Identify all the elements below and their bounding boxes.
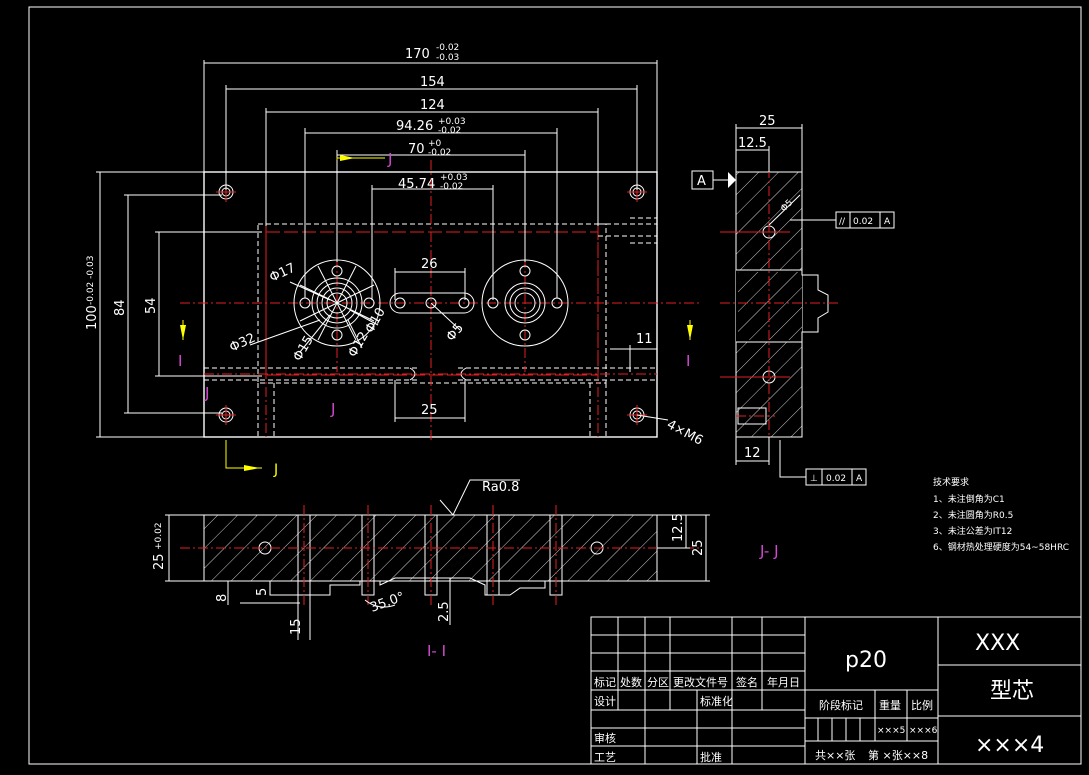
- technical-notes: 技术要求 1、未注倒角为C1 2、未注圆角为R0.5 3、未注公差为IT12 6…: [933, 476, 1069, 553]
- tb-header-date: 年月日: [767, 675, 800, 689]
- tb-material: p20: [845, 648, 887, 673]
- side-view: 25 12.5 Φ5 12 A // 0.02 A ⊥ 0.02 A: [691, 114, 895, 486]
- dim-45-tol-lower: -0.02: [440, 182, 463, 192]
- dim-70-tol-upper: +0: [428, 139, 442, 149]
- sec-dim-25: 25: [152, 553, 167, 570]
- tech-note-1: 1、未注倒角为C1: [933, 493, 1005, 505]
- dim-26: 26: [421, 257, 438, 272]
- section-j-left: J: [204, 384, 209, 402]
- tb-scale-value: ×××6: [909, 726, 938, 736]
- roughness-ra: Ra0.8: [482, 480, 519, 495]
- dim-45-tol-upper: +0.03: [440, 173, 468, 183]
- perp-value: 0.02: [826, 474, 846, 484]
- label-phi5: Φ5: [444, 321, 467, 345]
- dim-100: 100: [85, 305, 100, 330]
- section-markers: J J J J I I: [178, 150, 693, 478]
- view-label-jj: J- J: [759, 542, 779, 560]
- dim-70-tol-lower: -0.02: [428, 148, 451, 158]
- left-dimensions: 100 -0.02 -0.03 84 54: [85, 171, 262, 438]
- parallel-symbol: //: [839, 217, 846, 227]
- dim-170-tol-lower: -0.03: [436, 53, 459, 63]
- label-phi12: Φ12: [345, 329, 371, 360]
- top-dimensions: 170 -0.02 -0.03 154 124 94.26 +0.03 -0.0…: [203, 43, 658, 422]
- dim-94-tol-lower: -0.02: [438, 126, 461, 136]
- tb-header-sign: 签名: [736, 675, 758, 689]
- dim-45: 45.74: [398, 177, 435, 192]
- tb-sheet-no: 第 ×张××8: [868, 748, 928, 762]
- label-phi15: Φ15: [290, 333, 316, 364]
- tb-part-name: 型芯: [990, 679, 1034, 704]
- plan-view: 170 -0.02 -0.03 154 124 94.26 +0.03 -0.0…: [85, 43, 705, 478]
- datum-a: A: [697, 174, 706, 189]
- sec-dim-2-5: 2.5: [437, 601, 452, 622]
- section-i-right: I: [686, 352, 690, 370]
- tb-process: 工艺: [594, 751, 616, 764]
- title-block: 标记 处数 分区 更改文件号 签名 年月日 设计 标准化 审核 工艺 批准 p2…: [590, 616, 1082, 765]
- dim-25-bottom: 25: [421, 403, 438, 418]
- tb-weight-value: ×××5: [877, 726, 905, 736]
- tech-notes-title: 技术要求: [933, 476, 969, 488]
- side-dim-25: 25: [759, 114, 776, 129]
- dim-84: 84: [113, 299, 128, 316]
- tb-header-count: 处数: [620, 676, 642, 689]
- tb-company: XXX: [975, 631, 1020, 656]
- tb-weight: 重量: [879, 698, 901, 712]
- tb-stage-mark: 阶段标记: [819, 698, 863, 712]
- section-j-top: J: [387, 150, 392, 168]
- tech-note-3: 3、未注公差为IT12: [933, 525, 1012, 537]
- sec-dim-12-5: 12.5: [671, 513, 686, 542]
- dim-170: 170: [405, 47, 430, 62]
- diameter-labels: Φ17 Φ32 Φ15 Φ10 Φ12 Φ5 4×M6: [227, 261, 705, 449]
- tb-standardize: 标准化: [700, 694, 733, 708]
- sec-dim-25-tol: +0.02: [154, 522, 164, 550]
- sec-dim-5: 5: [255, 588, 270, 596]
- perp-tolerance-frame: [805, 468, 867, 486]
- dim-154: 154: [420, 75, 445, 90]
- tb-sheets: 共××张: [815, 749, 855, 762]
- view-label-ii: I- I: [427, 642, 446, 660]
- parallel-tolerance-frame: [835, 211, 895, 229]
- center-slot: [389, 292, 475, 314]
- label-phi32: Φ32: [227, 331, 258, 356]
- section-view: Ra0.8 25 +0.02 12.5 25 8 5 15 2.5 35.0°: [152, 479, 710, 640]
- dim-70: 70: [408, 142, 425, 157]
- tb-drawing-no: ×××4: [975, 733, 1044, 758]
- section-j-top2: J: [330, 400, 335, 418]
- dim-100-tol: -0.02 -0.03: [86, 256, 96, 305]
- section-j-bottom: J: [273, 462, 278, 478]
- tech-note-4: 6、钢材热处理硬度为54~58HRC: [933, 541, 1069, 553]
- tb-approve: 批准: [700, 750, 722, 764]
- side-dim-12: 12: [744, 446, 761, 461]
- parallel-value: 0.02: [853, 217, 873, 227]
- sec-dim-8: 8: [215, 594, 230, 602]
- perp-datum: A: [856, 474, 863, 484]
- tb-header-change-doc: 更改文件号: [673, 675, 728, 689]
- tb-scale: 比例: [911, 698, 933, 712]
- dim-54: 54: [144, 297, 159, 314]
- perp-symbol: ⊥: [810, 474, 818, 484]
- dim-124: 124: [420, 98, 445, 113]
- dim-94-tol-upper: +0.03: [438, 117, 466, 127]
- sec-dim-25-right: 25: [691, 539, 706, 556]
- tb-review: 审核: [594, 731, 616, 745]
- sec-dim-15: 15: [289, 618, 304, 635]
- tb-header-zone: 分区: [647, 676, 669, 689]
- tb-design: 设计: [594, 695, 616, 708]
- label-phi17: Φ17: [267, 261, 298, 286]
- dim-170-tol-upper: -0.02: [436, 43, 459, 53]
- tb-header-mark: 标记: [594, 675, 616, 689]
- label-4xm6: 4×M6: [664, 417, 705, 448]
- dim-94: 94.26: [396, 119, 433, 134]
- tech-note-2: 2、未注圆角为R0.5: [933, 509, 1013, 521]
- drawing-border: [28, 6, 1082, 765]
- dim-11: 11: [636, 332, 653, 347]
- label-phi10: Φ10: [362, 305, 388, 336]
- parallel-datum: A: [884, 217, 891, 227]
- section-i-left: I: [178, 352, 182, 370]
- side-dim-12-5: 12.5: [738, 136, 767, 151]
